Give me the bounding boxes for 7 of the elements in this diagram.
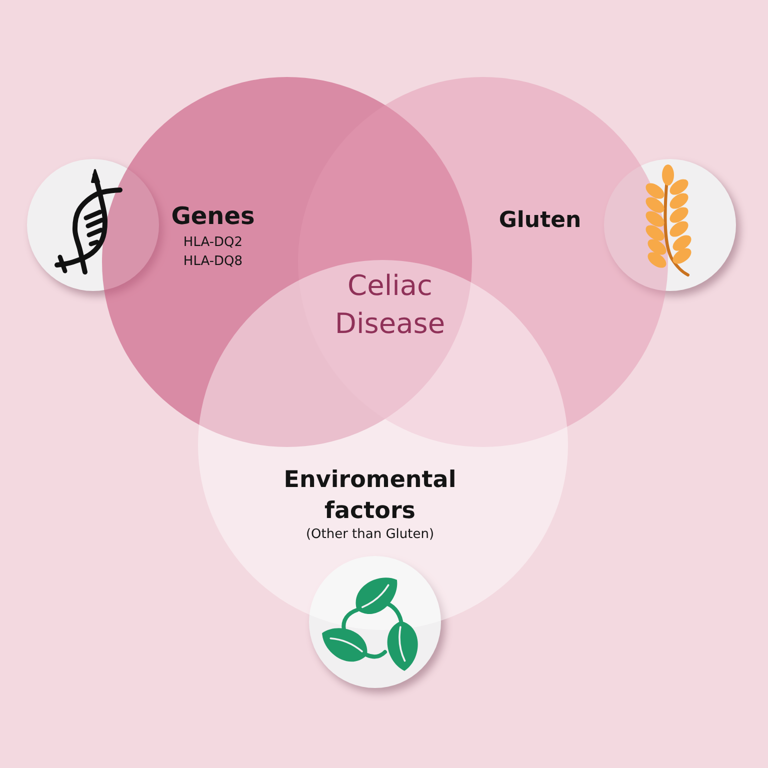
circle-title: Enviromental factors [282,466,458,526]
gene-label: HLA-DQ2 [182,235,244,252]
circle-subtitle: (Other than Gluten) [304,527,436,544]
gene-label: HLA-DQ8 [182,254,244,270]
circle-title: Gluten [498,207,582,234]
circle-title: Genes [170,201,256,231]
center-label: Celiac Disease [334,268,446,342]
